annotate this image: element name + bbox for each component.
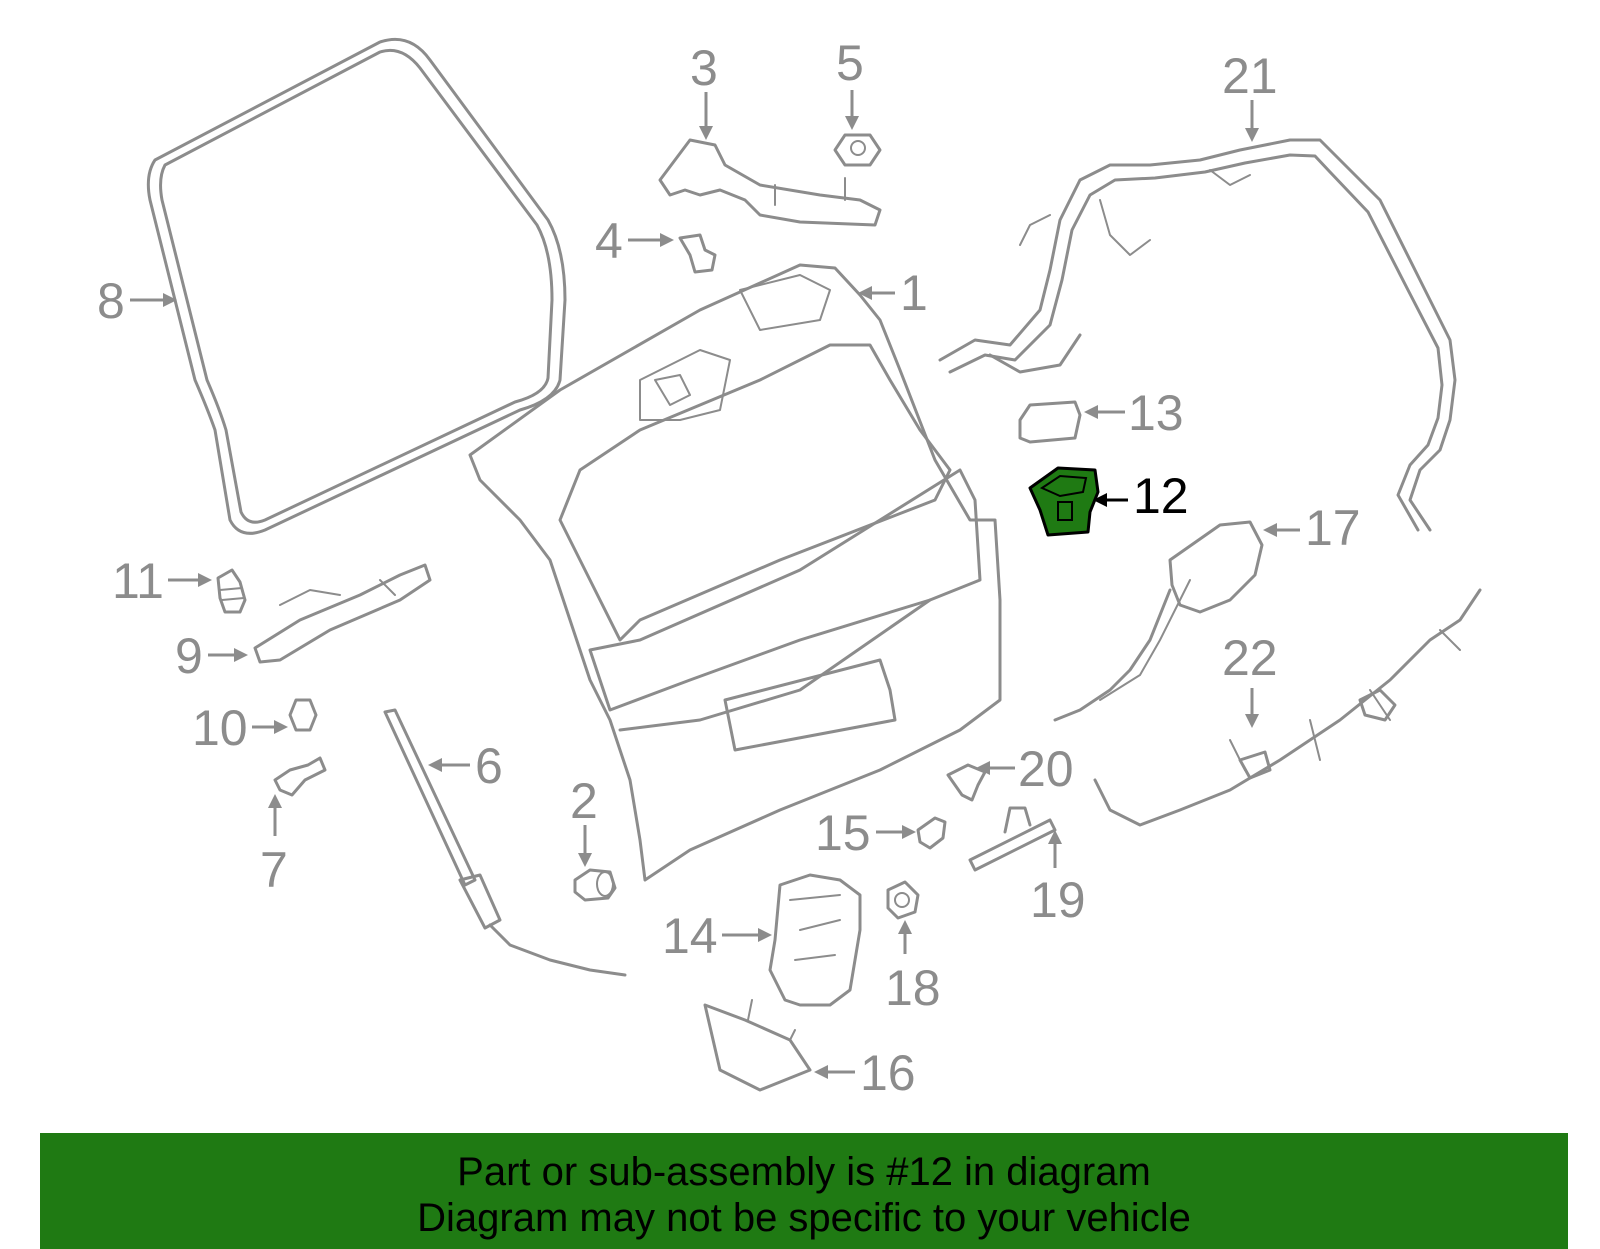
callout-11[interactable]: 11 <box>112 553 164 609</box>
part-6-strut[interactable] <box>383 708 627 977</box>
part-16-bracket[interactable] <box>703 999 812 1092</box>
callout-12[interactable]: 12 <box>1133 468 1189 524</box>
callout-8[interactable]: 8 <box>97 273 125 329</box>
callout-21[interactable]: 21 <box>1222 48 1278 104</box>
part-12-switch[interactable] <box>1028 466 1100 537</box>
callout-2[interactable]: 2 <box>570 773 598 829</box>
callout-6[interactable]: 6 <box>475 738 503 794</box>
info-banner: Part or sub-assembly is #12 in diagram D… <box>40 1133 1568 1249</box>
callout-4[interactable]: 4 <box>595 213 623 269</box>
part-20-clip[interactable] <box>946 763 987 802</box>
part-15-bolt[interactable] <box>916 816 947 850</box>
part-3-hinge[interactable] <box>658 138 882 227</box>
callout-14[interactable]: 14 <box>662 908 718 964</box>
callout-arrows <box>130 90 1300 1079</box>
part-8-weatherstrip[interactable] <box>146 37 567 535</box>
callout-13[interactable]: 13 <box>1128 385 1184 441</box>
part-17-latch-cable[interactable] <box>1053 520 1264 722</box>
callout-10[interactable]: 10 <box>192 700 248 756</box>
part-7-stud[interactable] <box>273 756 327 797</box>
part-9-actuator[interactable] <box>253 563 432 664</box>
part-1-liftgate-panel[interactable] <box>468 263 1002 882</box>
callout-9[interactable]: 9 <box>175 628 203 684</box>
callout-15[interactable]: 15 <box>815 805 871 861</box>
callout-22[interactable]: 22 <box>1222 630 1278 686</box>
part-11-bumper[interactable] <box>216 568 247 614</box>
callout-20[interactable]: 20 <box>1018 741 1074 797</box>
callout-17[interactable]: 17 <box>1305 500 1361 556</box>
callout-labels: 3 5 4 8 1 21 13 12 17 22 11 9 10 7 6 2 2… <box>97 35 1361 1101</box>
callout-7[interactable]: 7 <box>260 842 288 898</box>
part-14-latch[interactable] <box>768 873 862 1007</box>
part-18-grommet[interactable] <box>886 880 920 920</box>
banner-line-disclaimer: Diagram may not be specific to your vehi… <box>417 1196 1191 1240</box>
callout-3[interactable]: 3 <box>690 40 718 96</box>
callout-18[interactable]: 18 <box>885 960 941 1016</box>
part-2-bumper-stop[interactable] <box>573 868 617 902</box>
part-22-harness[interactable] <box>1093 588 1482 827</box>
part-5-nut[interactable] <box>833 133 882 167</box>
part-13-lamp[interactable] <box>1018 400 1082 444</box>
part-21-harness[interactable] <box>938 138 1457 532</box>
callout-5[interactable]: 5 <box>836 35 864 91</box>
part-19-striker[interactable] <box>968 806 1057 872</box>
callout-16[interactable]: 16 <box>860 1045 916 1101</box>
banner-line-part: Part or sub-assembly is #12 in diagram <box>457 1150 1151 1194</box>
callout-1[interactable]: 1 <box>900 265 928 321</box>
callout-19[interactable]: 19 <box>1030 872 1086 928</box>
part-10-clip[interactable] <box>288 698 318 732</box>
part-4-bolt[interactable] <box>678 233 717 274</box>
